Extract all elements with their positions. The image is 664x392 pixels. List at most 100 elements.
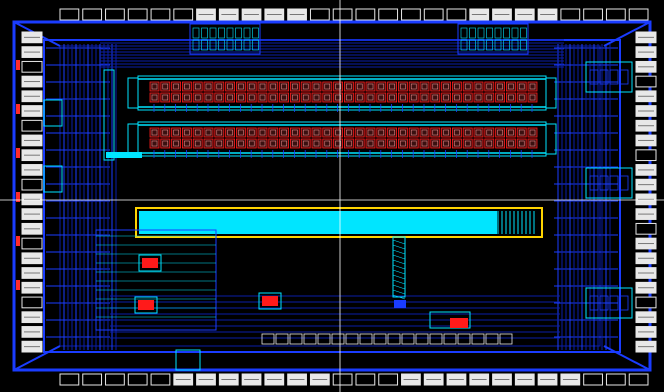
stem-hatch xyxy=(392,294,406,300)
bond-pad xyxy=(635,296,657,309)
capacitor-cell xyxy=(462,92,473,103)
capacitor-plate xyxy=(529,94,536,101)
bond-pad xyxy=(21,178,43,191)
capacitor-plate xyxy=(529,140,536,147)
capacitor-cell xyxy=(505,92,516,103)
bond-pad xyxy=(309,373,330,386)
right-block-cell xyxy=(609,175,619,191)
bond-pad xyxy=(514,8,535,21)
capacitor-plate xyxy=(259,140,266,147)
capacitor-plate xyxy=(367,83,374,90)
capacitor-cell xyxy=(333,92,344,103)
capacitor-plate xyxy=(454,140,460,147)
capacitor-cell xyxy=(181,92,192,103)
stem-hatch xyxy=(392,254,406,260)
bond-pad xyxy=(635,75,657,88)
capacitor-plate xyxy=(259,129,266,136)
capacitor-plate xyxy=(292,83,298,90)
bond-pad xyxy=(446,8,467,21)
bond-pad xyxy=(309,8,330,21)
pad-outline xyxy=(82,373,103,386)
capacitor-cell xyxy=(451,138,462,149)
capacitor-cell xyxy=(473,127,484,138)
capacitor-plate xyxy=(508,94,514,101)
capacitor-cell xyxy=(354,81,365,92)
capacitor-plate xyxy=(432,129,439,136)
capacitor-cell xyxy=(322,92,333,103)
pad-outline xyxy=(628,8,649,21)
pad-outline xyxy=(21,119,43,132)
connector-cell xyxy=(469,39,476,51)
capacitor-cell xyxy=(333,127,344,138)
corner-diagonal xyxy=(603,21,651,47)
capacitor-plate xyxy=(518,129,525,136)
capacitor-plate xyxy=(281,140,287,147)
capacitor-plate xyxy=(151,83,158,90)
capacitor-plate xyxy=(194,83,201,90)
bond-pad xyxy=(21,237,43,250)
pad-outline xyxy=(59,373,80,386)
capacitor-cell xyxy=(495,138,506,149)
capacitor-cell xyxy=(419,138,430,149)
capacitor-cell xyxy=(484,92,495,103)
bond-pad xyxy=(173,373,194,386)
stem-hatch xyxy=(392,239,406,245)
capacitor-plate xyxy=(238,140,244,147)
capacitor-cell xyxy=(462,127,473,138)
pad-outline xyxy=(173,8,194,21)
capacitor-plate xyxy=(194,94,201,101)
capacitor-cell xyxy=(451,92,462,103)
capacitor-plate xyxy=(216,94,223,101)
capacitor-cell xyxy=(268,138,279,149)
bottom-logic-cells xyxy=(175,300,513,371)
pad-red-marker xyxy=(16,148,20,158)
capacitor-plate xyxy=(443,140,449,147)
capacitor-cell xyxy=(343,138,354,149)
capacitor-plate xyxy=(151,129,158,136)
capacitor-cell xyxy=(235,138,246,149)
connector-cell xyxy=(520,27,527,39)
pad-outline xyxy=(605,8,626,21)
connector-cell xyxy=(469,27,476,39)
capacitor-plate xyxy=(270,140,277,147)
capacitor-cell xyxy=(225,92,236,103)
capacitor-cell xyxy=(527,138,538,149)
connector-cell xyxy=(252,27,259,39)
bond-pad xyxy=(423,373,444,386)
right-block-cell xyxy=(589,175,599,191)
capacitor-cell xyxy=(181,127,192,138)
capacitor-plate xyxy=(356,94,363,101)
capacitor-cell xyxy=(430,127,441,138)
capacitor-cell xyxy=(495,127,506,138)
capacitor-plate xyxy=(508,129,514,136)
capacitor-plate xyxy=(400,140,406,147)
capacitor-cell xyxy=(149,138,160,149)
connector-cell xyxy=(235,27,242,39)
capacitor-plate xyxy=(302,94,309,101)
bond-pad xyxy=(21,340,43,353)
bond-pad xyxy=(264,8,285,21)
bottom-via-block xyxy=(394,300,406,308)
bond-pad xyxy=(583,8,603,21)
capacitor-plate xyxy=(497,140,503,147)
capacitor-plate xyxy=(292,94,298,101)
logic-cell xyxy=(485,333,499,345)
bond-pad xyxy=(332,373,353,386)
capacitor-plate xyxy=(238,83,244,90)
connector-cell xyxy=(218,27,225,39)
capacitor-plate xyxy=(281,94,287,101)
pad-outline xyxy=(605,373,626,386)
bond-pad xyxy=(59,8,80,21)
capacitor-plate xyxy=(173,129,179,136)
bond-pad xyxy=(635,134,657,147)
capacitor-plate xyxy=(486,140,493,147)
capacitor-cell xyxy=(397,127,408,138)
bond-pad xyxy=(355,8,376,21)
capacitor-cell xyxy=(365,127,376,138)
cyan-block-frame xyxy=(135,207,543,238)
connector-cell xyxy=(252,39,259,51)
metal-routing xyxy=(12,20,652,372)
right-block-cell xyxy=(619,69,629,85)
capacitor-plate xyxy=(497,83,503,90)
